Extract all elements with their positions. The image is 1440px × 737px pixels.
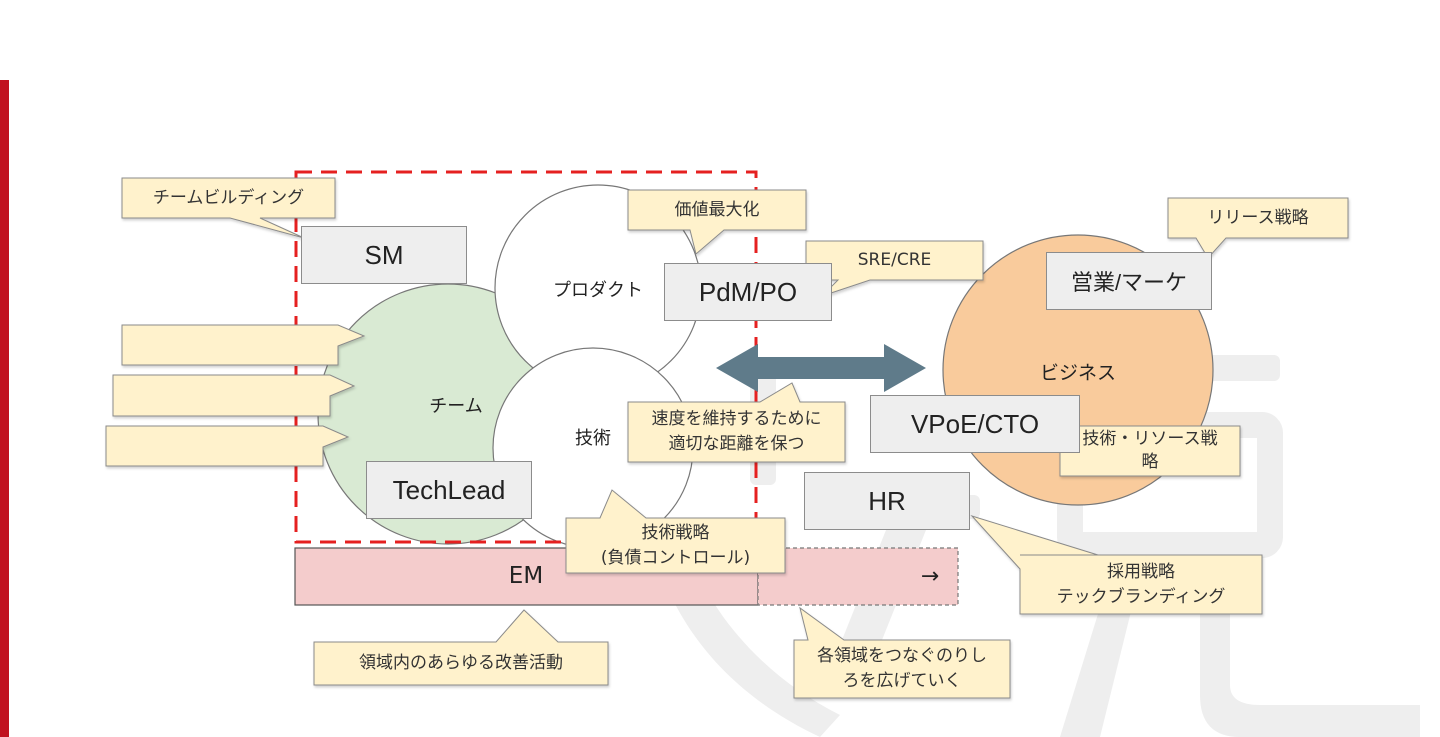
product-circle-label: プロダクト — [553, 280, 643, 301]
techlead-role-box: TechLead — [366, 461, 532, 519]
sales-role-box: 営業/マーケ — [1046, 252, 1212, 310]
red-accent-bar — [0, 80, 9, 737]
note-release-text: リリース戦略 — [1207, 207, 1309, 228]
note-tech-strategy-text: 技術戦略 (負債コントロール) — [600, 522, 751, 568]
note-speed-text: 速度を維持するために 適切な距離を保つ — [651, 409, 822, 454]
team-circle-label: チーム — [429, 396, 483, 417]
note-hiring-text: 採用戦略 テックブランディング — [1056, 561, 1226, 607]
em-label: EM — [508, 563, 544, 589]
tech-circle-label: 技術 — [575, 428, 611, 449]
note-hiring — [970, 514, 1263, 615]
double-arrow — [716, 344, 926, 392]
note-improvement — [313, 609, 609, 686]
note-connect — [793, 606, 1011, 699]
sm-role-box: SM — [301, 226, 467, 284]
note-team-building-text: チームビルディング — [152, 187, 305, 208]
note-connect-text: 各領域をつなぐのりし ろを広げていく — [817, 646, 987, 691]
note-tech-resource-text: 技術・リソース戦 略 — [1082, 429, 1218, 472]
business-circle-label: ビジネス — [1039, 362, 1116, 384]
note-blank-3 — [105, 425, 350, 467]
note-blank-1 — [121, 324, 366, 366]
note-tech-strategy — [565, 489, 786, 574]
hr-role-box: HR — [804, 472, 970, 530]
em-arrow-label: → — [920, 564, 940, 589]
vpoe-role-box: VPoE/CTO — [870, 395, 1080, 453]
note-sre-text: SRE/CRE — [857, 250, 932, 270]
note-value-max-text: 価値最大化 — [674, 199, 760, 220]
note-speed — [627, 382, 846, 463]
note-blank-2 — [112, 374, 356, 417]
note-release — [1167, 197, 1349, 259]
em-extension — [757, 547, 959, 606]
note-improvement-text: 領域内のあらゆる改善活動 — [359, 653, 563, 673]
pdm-role-box: PdM/PO — [664, 263, 832, 321]
note-value-max — [627, 189, 807, 255]
note-team-building — [121, 177, 336, 239]
